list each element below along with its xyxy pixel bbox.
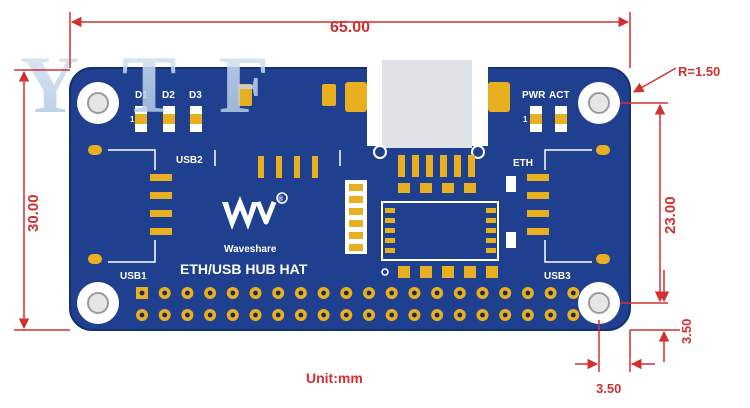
mounting-hole-top-left — [77, 82, 119, 124]
dim-offset-x-text: 3.50 — [596, 381, 621, 396]
label-eth: ETH — [513, 158, 533, 169]
dimension-lines — [14, 12, 680, 372]
label-pwr: PWR — [522, 90, 546, 101]
mounting-hole-bottom-left — [77, 282, 119, 324]
gpio-pin-hole — [525, 290, 531, 296]
dim-height-text: 30.00 — [25, 194, 42, 232]
gpio-pin-hole — [457, 290, 463, 296]
unit-label: Unit:mm — [306, 370, 363, 386]
mounting-holes — [77, 82, 620, 324]
pcb-board: ® Waveshare D1 D2 D3 PWR ACT 1 1 USB2 ET… — [69, 46, 631, 331]
label-usb2: USB2 — [176, 155, 203, 166]
dim-offset-y-text: 3.50 — [679, 319, 694, 344]
gpio-pin-hole — [502, 290, 508, 296]
usb3-footprint — [527, 145, 610, 264]
gpio-pin-hole — [207, 290, 213, 296]
gpio-pin-hole — [480, 312, 485, 318]
dim-radius-text: R=1.50 — [678, 64, 720, 79]
gpio-pin-hole — [389, 312, 395, 318]
label-d3: D3 — [189, 90, 202, 101]
dim-radius-leader — [633, 67, 677, 93]
waveshare-logo: ® Waveshare — [222, 192, 288, 255]
label-usb3: USB3 — [544, 271, 571, 282]
gpio-header — [136, 287, 580, 321]
gpio-pin-hole — [412, 312, 417, 318]
gpio-pin-hole — [321, 312, 326, 318]
gpio-pin-hole — [253, 312, 258, 318]
mounting-hole-bottom-right — [578, 282, 620, 324]
gpio-pin-hole — [548, 290, 553, 296]
gpio-pin-hole — [525, 312, 531, 318]
usb2-footprint — [214, 84, 341, 178]
passive-column — [345, 176, 516, 254]
gpio-pin-hole — [275, 312, 281, 318]
gpio-pin-hole — [139, 290, 145, 296]
gpio-pin-hole — [185, 312, 190, 318]
gpio-pin-hole — [412, 290, 417, 296]
label-act: ACT — [549, 90, 570, 101]
gpio-pin-hole — [343, 290, 349, 296]
gpio-pin-hole — [185, 290, 190, 296]
gpio-pin-hole — [366, 312, 372, 318]
gpio-pin-hole — [548, 312, 553, 318]
gpio-pin-hole — [366, 290, 372, 296]
gpio-pin-hole — [230, 290, 236, 296]
led-indicators-left — [135, 106, 202, 132]
mounting-hole-top-right — [578, 82, 620, 124]
gpio-pin-hole — [570, 290, 576, 296]
gpio-pin-hole — [230, 312, 236, 318]
gpio-pin-hole — [502, 312, 508, 318]
watermark: YTF — [20, 39, 275, 130]
gpio-pin-hole — [162, 312, 168, 318]
dim-hole-spacing-text: 23.00 — [662, 196, 679, 234]
gpio-pin-hole — [480, 290, 485, 296]
gpio-pin-hole — [298, 312, 304, 318]
gpio-pin-hole — [321, 290, 326, 296]
eth-connector-footprint — [345, 46, 510, 159]
gpio-pin-hole — [275, 290, 281, 296]
gpio-pin-hole — [162, 290, 168, 296]
gpio-pin-hole — [434, 312, 440, 318]
gpio-pin-hole — [253, 290, 258, 296]
label-pad-1-left: 1 — [130, 115, 135, 124]
gpio-pin-hole — [343, 312, 349, 318]
gpio-pin-hole — [457, 312, 463, 318]
brand-label: Waveshare — [224, 244, 277, 255]
led-indicators-right — [530, 106, 567, 132]
label-usb1: USB1 — [120, 271, 147, 282]
gpio-pin-hole — [434, 290, 440, 296]
label-pad-1-right: 1 — [523, 115, 528, 124]
label-d2: D2 — [162, 90, 175, 101]
usb1-footprint — [88, 145, 172, 264]
gpio-pin-hole — [298, 290, 304, 296]
label-d1: D1 — [135, 90, 148, 101]
gpio-pin-hole — [207, 312, 213, 318]
board-title: ETH/USB HUB HAT — [180, 261, 308, 277]
hub-chip-area — [381, 155, 499, 278]
gpio-pin-hole — [570, 312, 576, 318]
dim-width-text: 65.00 — [330, 19, 370, 36]
registered-mark: ® — [278, 195, 284, 203]
gpio-pin-hole — [389, 290, 395, 296]
gpio-pin-hole — [139, 312, 145, 318]
